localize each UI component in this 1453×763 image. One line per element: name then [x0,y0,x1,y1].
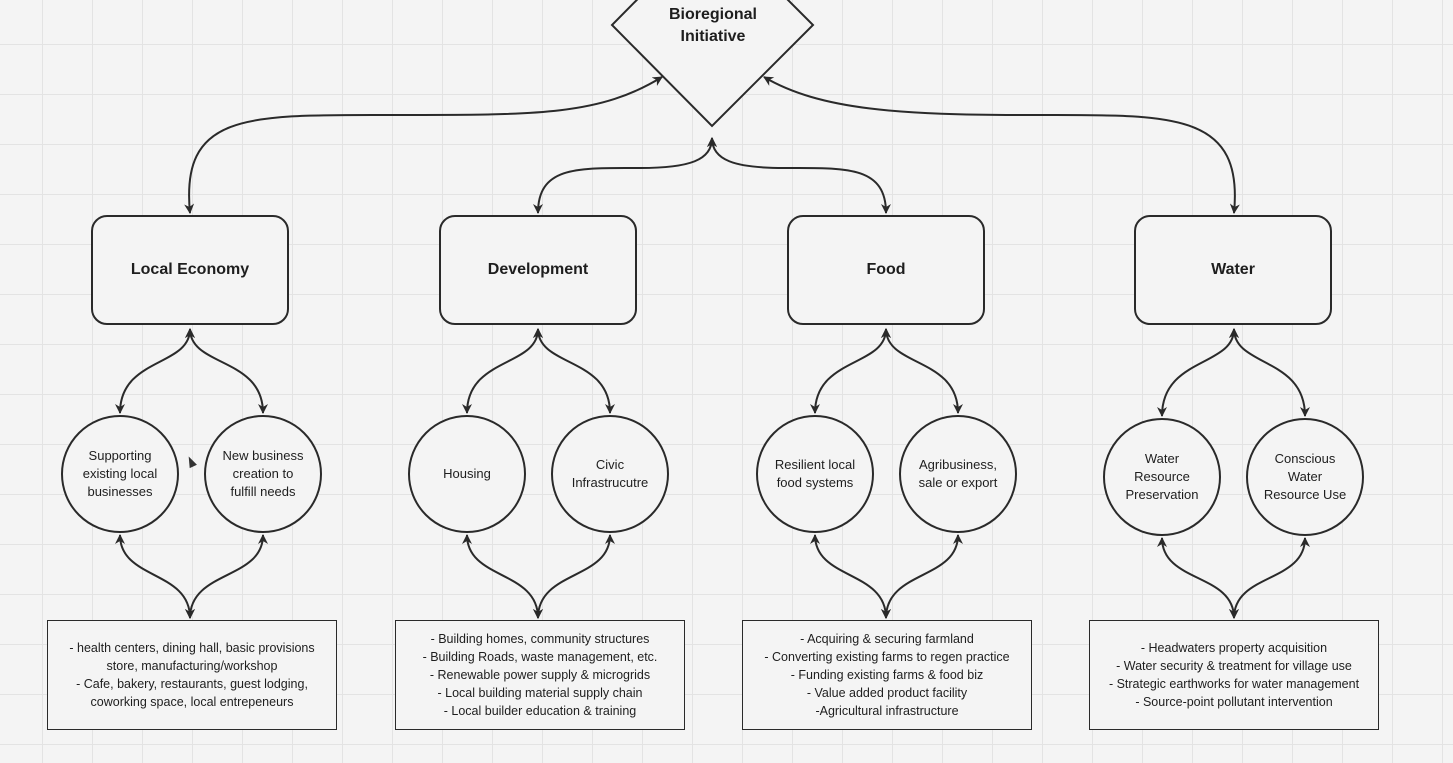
pillar-food[interactable]: Food [787,215,985,325]
sub-text-line: Infrastrucutre [571,475,649,490]
detail-line: - Value added product facility [806,686,968,700]
details-food[interactable]: - Acquiring & securing farmland - Conver… [742,620,1032,730]
detail-line: - Headwaters property acquisition [1140,641,1328,655]
arrow-sub-left-3-details [1157,537,1239,619]
sub-text-line: New business [222,448,304,463]
sub-text-line: Resource Use [1263,487,1347,502]
arrow-root-development [533,137,717,214]
detail-line: - health centers, dining hall, basic pro… [69,641,315,655]
sub-text-line: Agribusiness, [918,457,998,472]
arrow-sub-right-0-details [185,534,268,619]
detail-line: - Building homes, community structures [430,632,650,646]
pillar-title: Food [866,261,906,278]
sub-supporting-local-businesses[interactable]: Supporting existing local businesses [61,415,179,533]
arrow-pillar-3-sub-left [1157,328,1239,417]
pillar-development[interactable]: Development [439,215,637,325]
arrow-pillar-3-sub-right [1229,328,1310,417]
sub-housing[interactable]: Housing [408,415,526,533]
detail-line: - Funding existing farms & food biz [790,668,984,682]
detail-line: - Source-point pollutant intervention [1135,695,1333,709]
arrow-sub-right-2-details [881,534,963,619]
details-local-economy[interactable]: - health centers, dining hall, basic pro… [47,620,337,730]
sub-text-line: Civic [595,457,625,472]
sub-text-line: Water [1144,451,1180,466]
detail-line: store, manufacturing/workshop [106,659,278,673]
detail-line: - Strategic earthworks for water managem… [1108,677,1360,691]
sub-text-line: food systems [776,475,854,490]
pillar-title: Water [1211,261,1255,278]
sub-text-line: businesses [87,484,153,499]
connector-arrows [115,76,1310,619]
arrow-sub-left-0-details [115,534,195,619]
pillar-water[interactable]: Water [1134,215,1332,325]
sub-text-line: sale or export [918,475,998,490]
detail-line: - Local builder education & training [443,704,637,718]
arrow-pillar-2-sub-right [881,328,963,414]
arrow-pillar-0-sub-left [115,328,195,414]
detail-line: coworking space, local entrepeneurs [90,695,294,709]
sub-text-line: Resource [1134,469,1190,484]
arrow-pillar-1-sub-left [462,328,543,414]
arrow-root-local-economy [184,76,663,214]
detail-line: - Acquiring & securing farmland [800,632,974,646]
arrow-sub-right-3-details [1229,537,1310,619]
sub-resilient-food-systems[interactable]: Resilient local food systems [756,415,874,533]
sub-conscious-water-use[interactable]: Conscious Water Resource Use [1246,418,1364,536]
sub-text-line: fulfill needs [230,484,296,499]
arrow-sub-left-1-details [462,534,543,619]
detail-line: - Cafe, bakery, restaurants, guest lodgi… [76,677,308,691]
sub-new-business-creation[interactable]: New business creation to fulfill needs [204,415,322,533]
detail-line: - Converting existing farms to regen pra… [764,650,1010,664]
sub-text-line: Housing [443,466,491,481]
details-development[interactable]: - Building homes, community structures -… [395,620,685,730]
arrow-root-food [707,137,891,214]
arrow-pillar-2-sub-left [810,328,891,414]
detail-line: - Renewable power supply & microgrids [429,668,651,682]
detail-line: - Water security & treatment for village… [1116,659,1352,673]
arrow-pillar-0-sub-right [185,328,268,414]
detail-line: - Building Roads, waste management, etc. [422,650,658,664]
arrow-sub-left-2-details [810,534,891,619]
root-label-line-1: Bioregional [668,6,757,23]
arrow-sub-right-1-details [533,534,615,619]
sub-text-line: Preservation [1125,487,1199,502]
sub-civic-infrastructure[interactable]: Civic Infrastrucutre [551,415,669,533]
details-water[interactable]: - Headwaters property acquisition - Wate… [1089,620,1379,730]
sub-agribusiness[interactable]: Agribusiness, sale or export [899,415,1017,533]
sub-water-resource-preservation[interactable]: Water Resource Preservation [1103,418,1221,536]
pillar-title: Development [487,261,589,278]
arrow-pillar-1-sub-right [533,328,615,414]
root-node-label: Bioregional Initiative [632,4,794,48]
sub-text-line: Supporting [88,448,152,463]
pillar-local-economy[interactable]: Local Economy [91,215,289,325]
detail-line: -Agricultural infrastructure [815,704,959,718]
sub-text-line: existing local [82,466,158,481]
arrow-root-water [763,76,1240,214]
detail-line: - Local building material supply chain [437,686,643,700]
root-diamond[interactable] [610,0,815,128]
pillar-title: Local Economy [130,261,250,278]
root-label-line-2: Initiative [680,28,746,45]
sub-text-line: creation to [232,466,294,481]
sub-text-line: Water [1287,469,1323,484]
sub-text-line: Resilient local [774,457,856,472]
sub-text-line: Conscious [1274,451,1336,466]
